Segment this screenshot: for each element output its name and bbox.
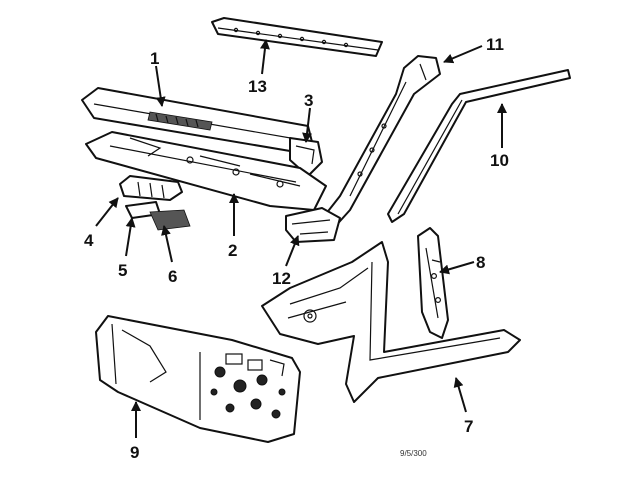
part-12-pillar-foot (285, 207, 341, 243)
callout-5: 5 (118, 261, 127, 280)
callout-8: 8 (476, 253, 485, 272)
callout-2: 2 (228, 241, 237, 260)
leader-11 (443, 45, 483, 64)
leader-4 (95, 197, 119, 227)
part-7-body-side-panel (261, 241, 521, 403)
leader-arrows (95, 39, 507, 438)
part-6-pad (149, 209, 191, 231)
part-10-roof-rail (387, 69, 571, 223)
callout-6: 6 (168, 267, 177, 286)
callout-3: 3 (304, 91, 313, 110)
leader-13 (259, 39, 270, 75)
callout-10: 10 (490, 151, 509, 170)
leader-6 (161, 225, 173, 263)
leader-12 (285, 235, 300, 267)
callout-9: 9 (130, 443, 139, 462)
leader-3 (302, 107, 313, 143)
part-1-cowl-top-panel (81, 87, 313, 153)
leader-5 (125, 217, 136, 257)
part-9-dash-panel (95, 315, 301, 443)
callout-11: 11 (486, 35, 504, 54)
part-8-pillar-reinforcement (417, 227, 449, 339)
callout-4: 4 (84, 231, 94, 250)
part-2-cowl-lower-panel (85, 131, 327, 211)
leader-1 (155, 65, 166, 107)
drawing-code: 9/5/300 (400, 449, 427, 458)
callout-12: 12 (272, 269, 291, 288)
part-4-bracket (119, 175, 183, 201)
leader-7 (453, 377, 467, 413)
part-11-windshield-pillar (317, 55, 441, 231)
callout-7: 7 (464, 417, 473, 436)
callout-labels: 1 2 3 4 5 6 7 8 9 10 11 12 13 (84, 35, 509, 462)
part-13-roof-header (211, 17, 383, 57)
callout-1: 1 (150, 49, 159, 68)
part-3-cowl-side-bracket (289, 137, 323, 177)
leader-8 (439, 261, 475, 275)
callout-13: 13 (248, 77, 267, 96)
